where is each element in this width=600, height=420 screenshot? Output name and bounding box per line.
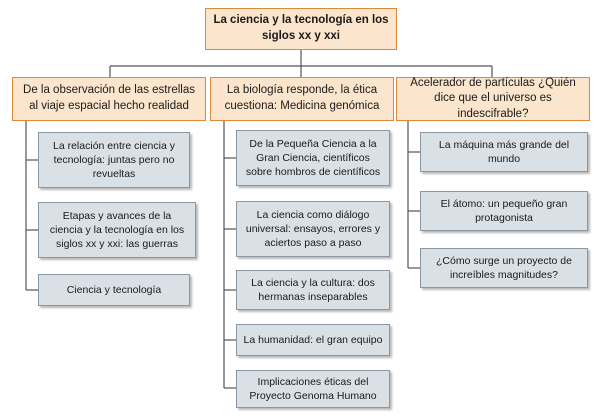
branch-3-item: El átomo: un pequeño gran protagonista xyxy=(420,191,588,231)
branch-2-item: La humanidad: el gran equipo xyxy=(236,324,390,356)
branch-2-header: La biología responde, la ética cuestiona… xyxy=(210,77,394,121)
branch-2-item: La ciencia y la cultura: dos hermanas in… xyxy=(236,270,390,310)
branch-1-item: Etapas y avances de la ciencia y la tecn… xyxy=(38,202,196,258)
branch-2-item: La ciencia como diálogo universal: ensay… xyxy=(236,201,390,257)
branch-2-item: Implicaciones éticas del Proyecto Genoma… xyxy=(236,370,390,408)
branch-1-item: Ciencia y tecnología xyxy=(38,274,190,306)
branch-3-item: ¿Cómo surge un proyecto de increíbles ma… xyxy=(420,248,588,288)
branch-3-header: Acelerador de partículas ¿Quién dice que… xyxy=(396,77,590,121)
branch-2-item: De la Pequeña Ciencia a la Gran Ciencia,… xyxy=(236,130,390,186)
branch-1-item: La relación entre ciencia y tecnología: … xyxy=(38,132,190,188)
root-topic: La ciencia y la tecnología en los siglos… xyxy=(205,8,397,50)
branch-3-item: La máquina más grande del mundo xyxy=(420,132,588,172)
branch-1-header: De la observación de las estrellas al vi… xyxy=(12,77,206,121)
